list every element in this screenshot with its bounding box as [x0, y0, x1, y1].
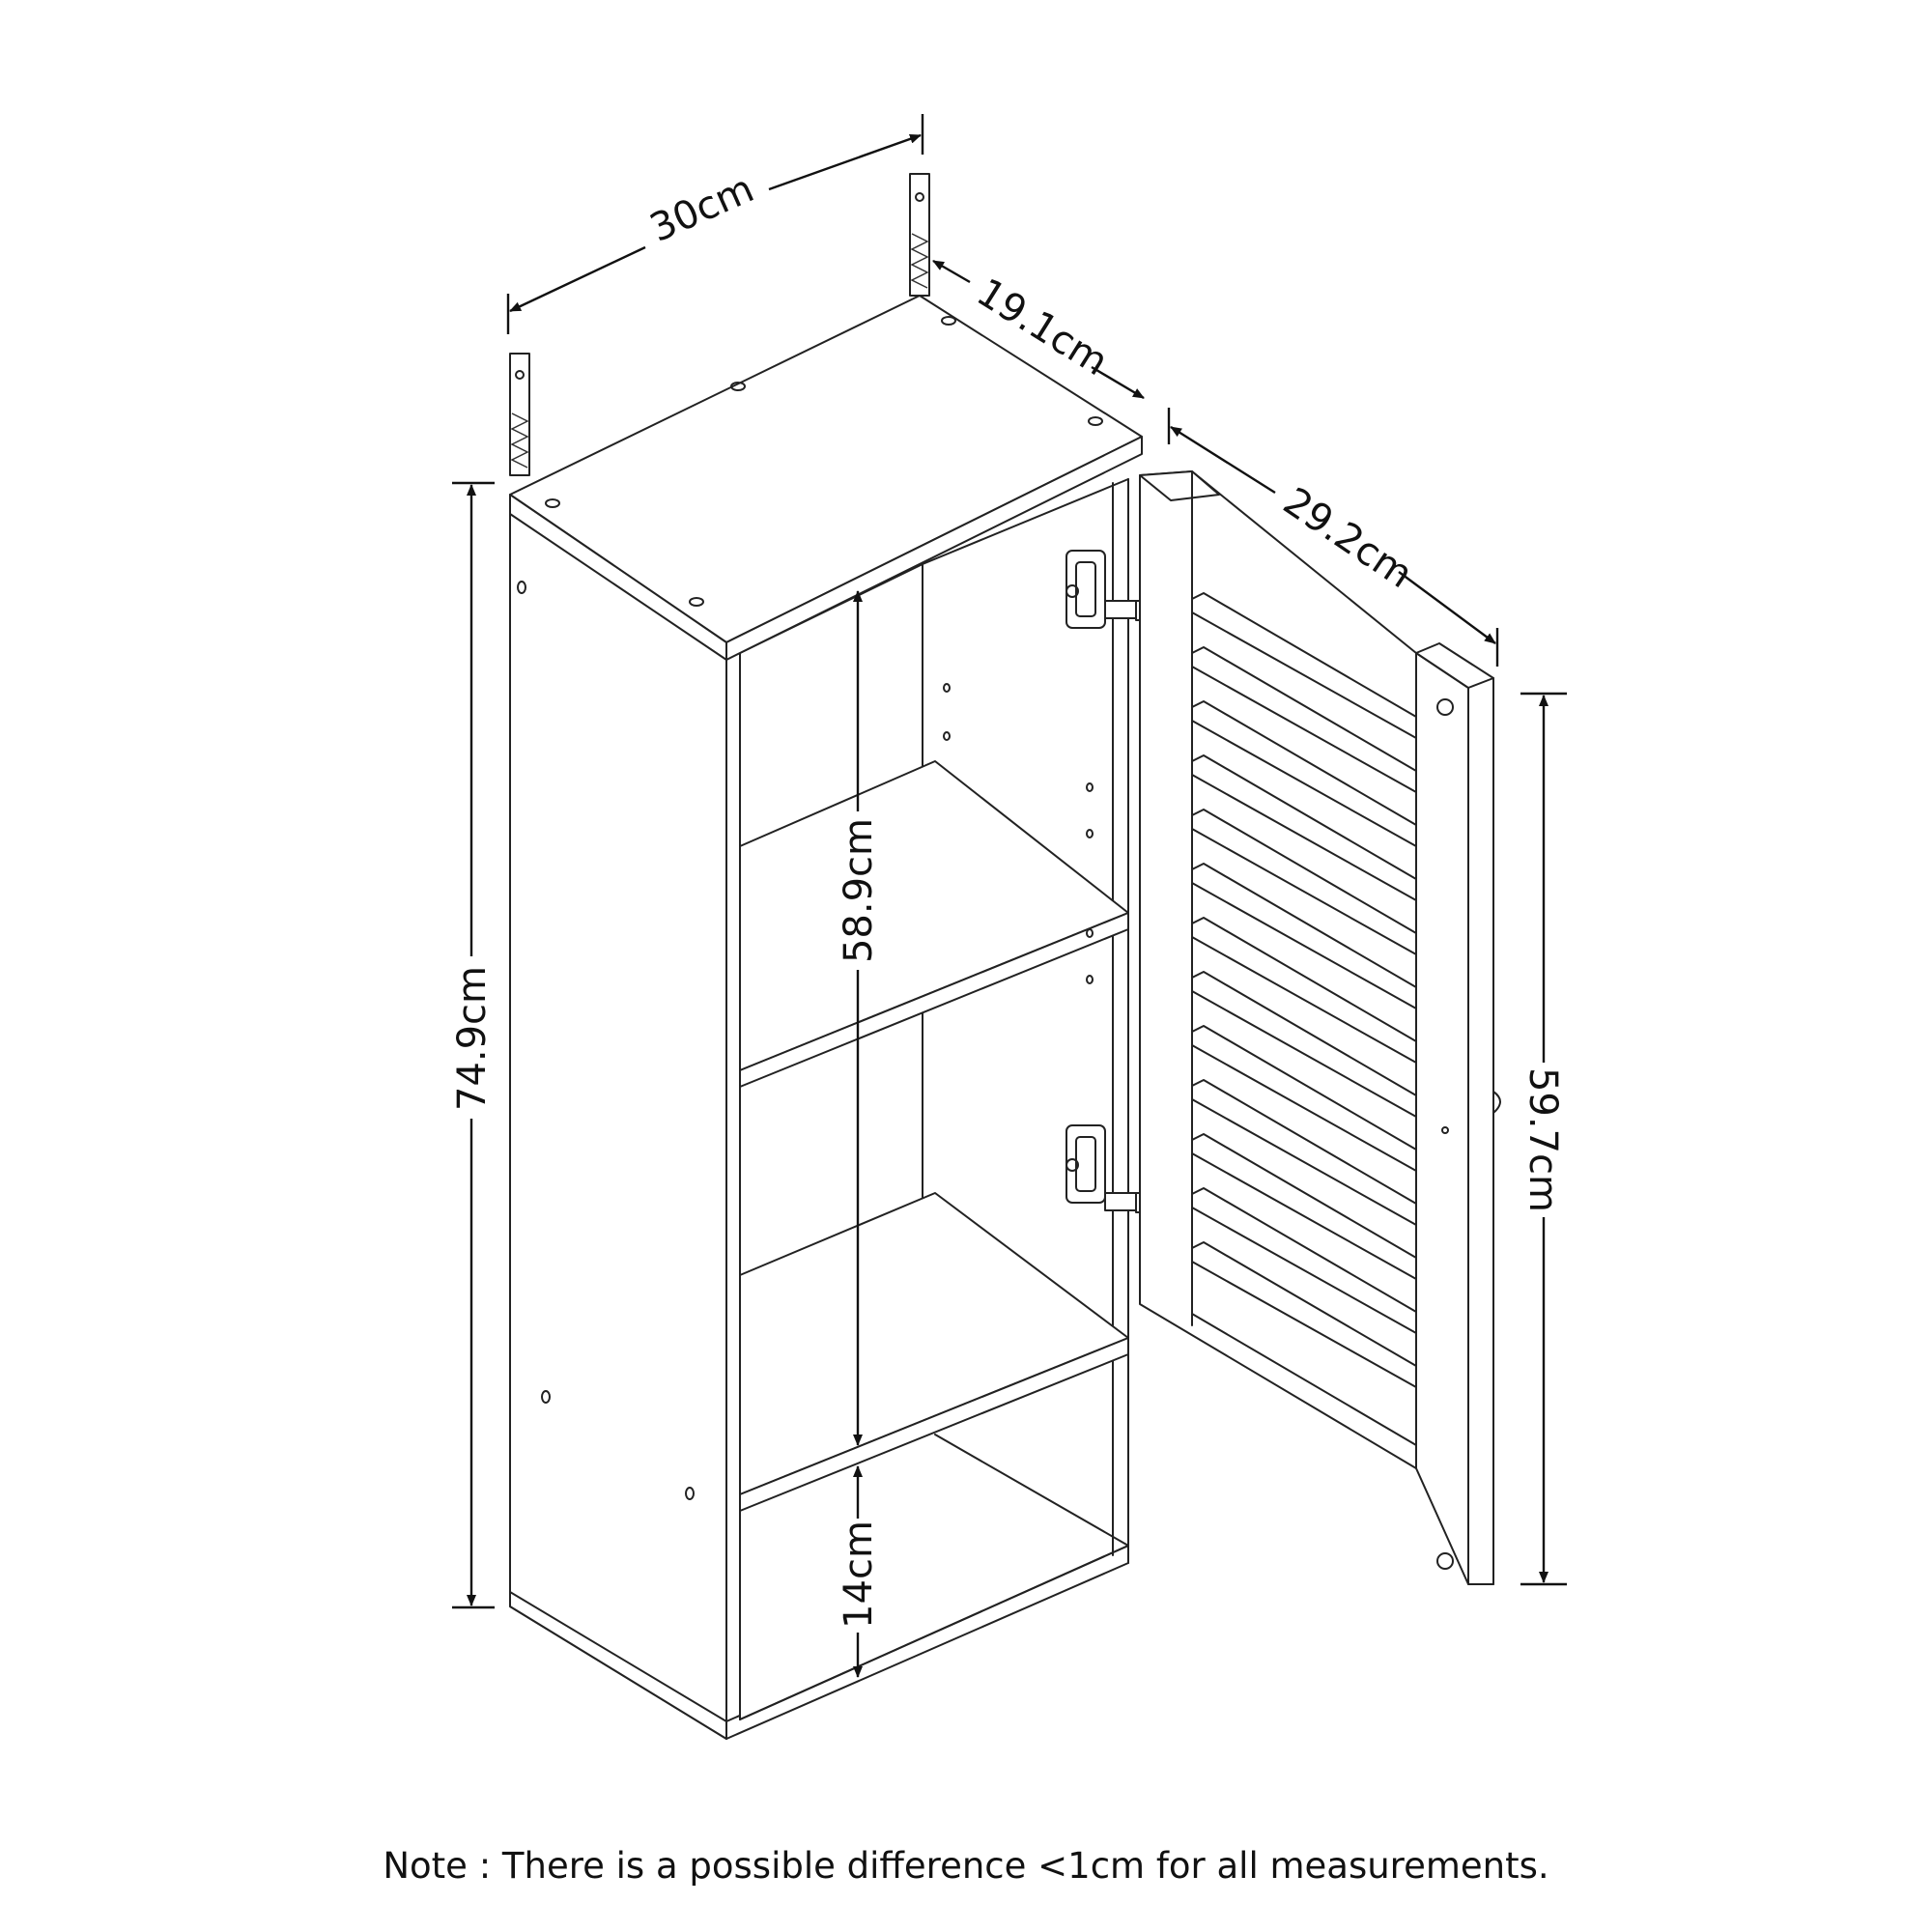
- shelf-lower: [739, 1192, 1129, 1512]
- cabinet-interior: [739, 478, 1129, 1720]
- dimension-bottom-gap: 14cm: [837, 1465, 881, 1678]
- cabinet-side-panel: [509, 513, 727, 1740]
- dimension-bottom-gap-label: 14cm: [837, 1520, 881, 1629]
- dimension-door-height: 59.7cm: [1520, 692, 1567, 1586]
- wall-bracket-right: [909, 173, 930, 297]
- door-knob: [1492, 1091, 1501, 1114]
- cabinet-body: [509, 295, 1143, 1740]
- door-louvers: [1191, 592, 1417, 1388]
- dimension-total-height-label: 74.9cm: [450, 966, 495, 1111]
- dimension-inner-height-label: 58.9cm: [837, 818, 881, 963]
- dimension-door-height-label: 59.7cm: [1520, 1067, 1565, 1212]
- dimension-width: 30cm: [506, 114, 924, 334]
- measurement-note: Note : There is a possible difference <1…: [383, 1845, 1549, 1887]
- cabinet-door: [1139, 470, 1501, 1585]
- cabinet-top: [509, 295, 1143, 661]
- door-edge: [1415, 652, 1469, 1585]
- shelf-pin-holes: [517, 581, 1094, 1500]
- shelf-upper: [739, 760, 1129, 1088]
- wall-bracket-left: [509, 353, 530, 476]
- dimension-width-label: 30cm: [643, 166, 760, 251]
- dimension-inner-height: 58.9cm: [837, 590, 881, 1446]
- dimension-total-height: 74.9cm: [450, 481, 495, 1609]
